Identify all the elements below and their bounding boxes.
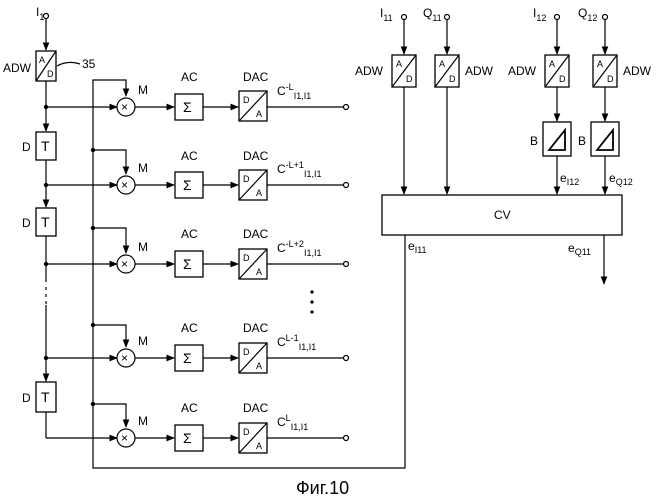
svg-text:B: B bbox=[530, 134, 538, 148]
delay-label-1: D bbox=[22, 140, 31, 154]
signal-label-ei11: eI11 bbox=[408, 239, 427, 255]
svg-text:Σ: Σ bbox=[183, 256, 192, 272]
svg-text:D: D bbox=[449, 74, 456, 84]
output-label-row-1: C-LI1,I1 bbox=[277, 82, 311, 101]
ref-35-label: 35 bbox=[82, 57, 96, 71]
delay-block-2: T bbox=[36, 208, 56, 236]
figure-caption: Фиг.10 bbox=[296, 478, 349, 498]
svg-text:Σ: Σ bbox=[183, 177, 192, 193]
svg-text:A: A bbox=[256, 361, 262, 371]
svg-text:D: D bbox=[243, 95, 250, 105]
svg-text:ADW: ADW bbox=[623, 64, 652, 78]
svg-text:Q11: Q11 bbox=[423, 6, 442, 23]
svg-text:T: T bbox=[41, 138, 50, 154]
svg-text:DAC: DAC bbox=[243, 70, 269, 84]
svg-text:M: M bbox=[138, 161, 148, 175]
svg-text:×: × bbox=[121, 100, 128, 114]
svg-text:ADW: ADW bbox=[508, 64, 537, 78]
svg-text:M: M bbox=[138, 334, 148, 348]
svg-text:M: M bbox=[138, 240, 148, 254]
b-block-i12 bbox=[543, 122, 571, 156]
svg-text:M: M bbox=[138, 83, 148, 97]
adc-block-main: A D bbox=[36, 51, 56, 81]
adc-block-q12: A D bbox=[593, 55, 617, 87]
svg-text:×: × bbox=[121, 257, 128, 271]
b-block-q12 bbox=[591, 122, 619, 156]
adw-label-main: ADW bbox=[3, 61, 32, 75]
svg-text:AC: AC bbox=[181, 227, 198, 241]
signal-label-ei12: eI12 bbox=[560, 171, 579, 187]
svg-text:AC: AC bbox=[181, 321, 198, 335]
svg-text:A: A bbox=[256, 188, 262, 198]
correlator-row-1: × M AC Σ DAC D A C-LI1,I1 bbox=[117, 70, 349, 121]
svg-text:AC: AC bbox=[181, 401, 198, 415]
svg-text:A: A bbox=[396, 59, 402, 69]
svg-text:×: × bbox=[121, 431, 128, 445]
svg-text:DAC: DAC bbox=[243, 149, 269, 163]
svg-text:A: A bbox=[256, 109, 262, 119]
svg-text:DAC: DAC bbox=[243, 401, 269, 415]
svg-text:D: D bbox=[243, 174, 250, 184]
signal-label-eq11: eQ11 bbox=[568, 241, 591, 257]
correlator-row-2: × M AC Σ DAC D A C-L+1I1,I1 bbox=[117, 149, 349, 200]
correlator-row-4: × M AC Σ DAC D A CL-1I1,I1 bbox=[117, 321, 349, 373]
correlator-row-3: × M AC Σ DAC D A C-L+2I1,I1 bbox=[117, 227, 349, 279]
svg-text:DAC: DAC bbox=[243, 321, 269, 335]
svg-text:T: T bbox=[41, 389, 50, 405]
svg-text:D: D bbox=[47, 69, 54, 79]
svg-text:AC: AC bbox=[181, 149, 198, 163]
input-label-i1: I1 bbox=[36, 5, 44, 22]
svg-text:Σ: Σ bbox=[183, 430, 192, 446]
svg-text:DAC: DAC bbox=[243, 227, 269, 241]
adc-block-i12: A D bbox=[545, 55, 569, 87]
svg-text:A: A bbox=[39, 55, 45, 65]
adc-block-q11: A D bbox=[435, 55, 459, 87]
svg-text:A: A bbox=[256, 267, 262, 277]
delay-block-1: T bbox=[36, 132, 56, 160]
output-label-row-2: C-L+1I1,I1 bbox=[277, 160, 321, 179]
svg-text:I12: I12 bbox=[533, 6, 546, 23]
svg-text:AC: AC bbox=[181, 70, 198, 84]
svg-text:D: D bbox=[607, 74, 614, 84]
svg-text:M: M bbox=[138, 414, 148, 428]
delay-label-3: D bbox=[22, 391, 31, 405]
svg-text:D: D bbox=[243, 347, 250, 357]
svg-text:Σ: Σ bbox=[183, 99, 192, 115]
delay-label-2: D bbox=[22, 216, 31, 230]
svg-text:D: D bbox=[243, 427, 250, 437]
svg-text:ADW: ADW bbox=[465, 64, 494, 78]
input-terminal-q11 bbox=[445, 15, 450, 20]
input-terminal-q12 bbox=[603, 15, 608, 20]
input-terminal-i11 bbox=[402, 15, 407, 20]
svg-text:D: D bbox=[243, 253, 250, 263]
svg-text:Σ: Σ bbox=[183, 350, 192, 366]
output-label-row-3: C-L+2I1,I1 bbox=[277, 239, 321, 258]
delay-block-3: T bbox=[36, 382, 56, 412]
svg-text:A: A bbox=[439, 59, 445, 69]
correlator-row-5: × M AC Σ DAC D A CLI1,I1 bbox=[117, 401, 349, 453]
adc-block-i11: A D bbox=[392, 55, 416, 87]
cv-label: CV bbox=[494, 208, 511, 222]
svg-text:ADW: ADW bbox=[355, 64, 384, 78]
svg-text:Q12: Q12 bbox=[578, 6, 597, 23]
svg-text:B: B bbox=[578, 134, 586, 148]
svg-text:D: D bbox=[559, 74, 566, 84]
svg-text:×: × bbox=[121, 178, 128, 192]
svg-text:I11: I11 bbox=[380, 6, 393, 23]
svg-text:A: A bbox=[256, 441, 262, 451]
svg-text:T: T bbox=[41, 214, 50, 230]
svg-text:D: D bbox=[406, 74, 413, 84]
output-label-row-5: CLI1,I1 bbox=[277, 413, 308, 432]
ellipsis-dots bbox=[310, 290, 313, 313]
output-label-row-4: CL-1I1,I1 bbox=[277, 333, 316, 352]
input-terminal-i12 bbox=[555, 15, 560, 20]
svg-text:A: A bbox=[597, 59, 603, 69]
svg-text:A: A bbox=[549, 59, 555, 69]
signal-label-eq12: eQ12 bbox=[609, 171, 633, 187]
svg-text:×: × bbox=[121, 351, 128, 365]
